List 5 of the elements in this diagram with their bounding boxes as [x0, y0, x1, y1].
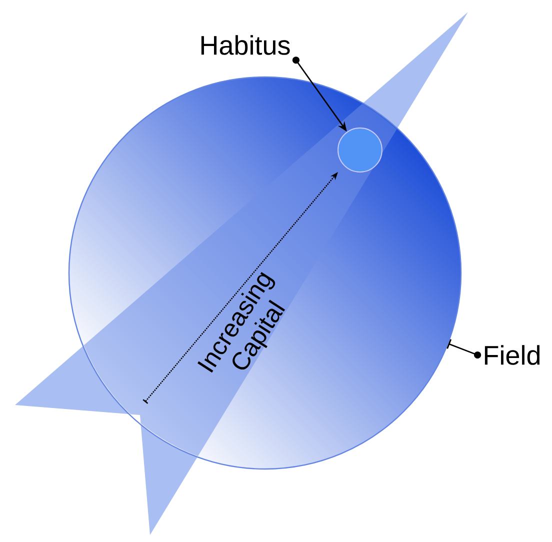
node-label: Field: [484, 345, 540, 365]
leader-line: [446, 339, 482, 359]
field-circle: [68, 76, 462, 470]
node-label: Habitus: [201, 35, 290, 55]
habitus-circle: [338, 128, 382, 172]
